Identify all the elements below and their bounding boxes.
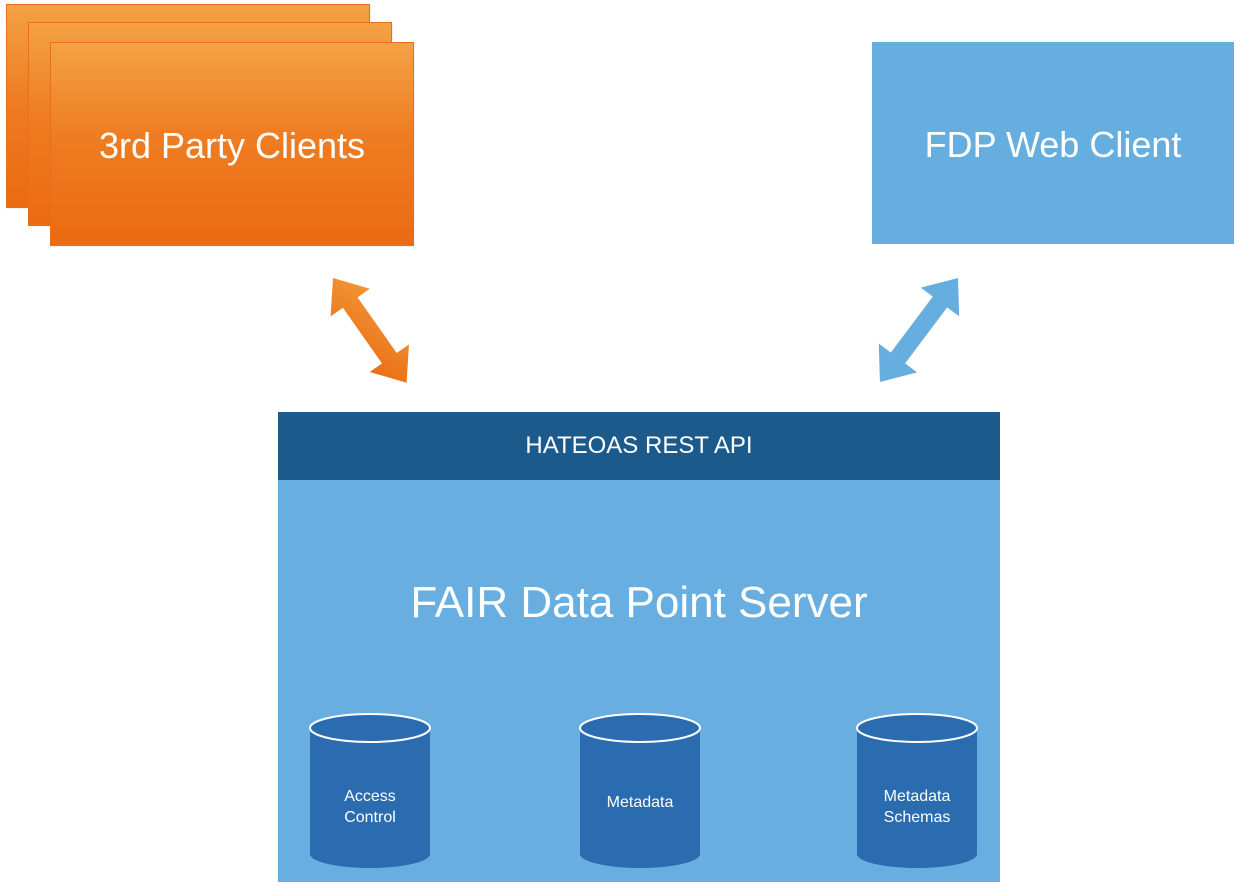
- database-label-line1: Metadata: [883, 788, 951, 805]
- database-label-line1: Metadata: [606, 794, 674, 811]
- third-party-api-arrow: [330, 278, 409, 383]
- database-access-control: Access Control: [308, 712, 432, 870]
- fair-data-point-server: HATEOAS REST API FAIR Data Point Server …: [278, 412, 1000, 882]
- server-title: FAIR Data Point Server: [410, 578, 868, 627]
- fdp-web-client: FDP Web Client: [872, 42, 1234, 244]
- database-icon: [856, 713, 978, 868]
- database-label-line2: Schemas: [883, 809, 951, 826]
- fdp-web-client-label: FDP Web Client: [924, 124, 1182, 165]
- hateoas-rest-api-bar: HATEOAS REST API: [278, 412, 1000, 480]
- database-metadata: Metadata: [578, 712, 702, 870]
- database-icon: [579, 713, 701, 868]
- database-metadata-schemas: Metadata Schemas: [855, 712, 979, 870]
- database-label-line2: Control: [344, 809, 396, 826]
- third-party-clients-label: 3rd Party Clients: [98, 125, 366, 166]
- database-label-line1: Access: [344, 788, 396, 805]
- third-party-clients: 3rd Party Clients: [50, 42, 414, 246]
- web-client-api-arrow: [878, 278, 960, 382]
- database-icon: [309, 713, 431, 868]
